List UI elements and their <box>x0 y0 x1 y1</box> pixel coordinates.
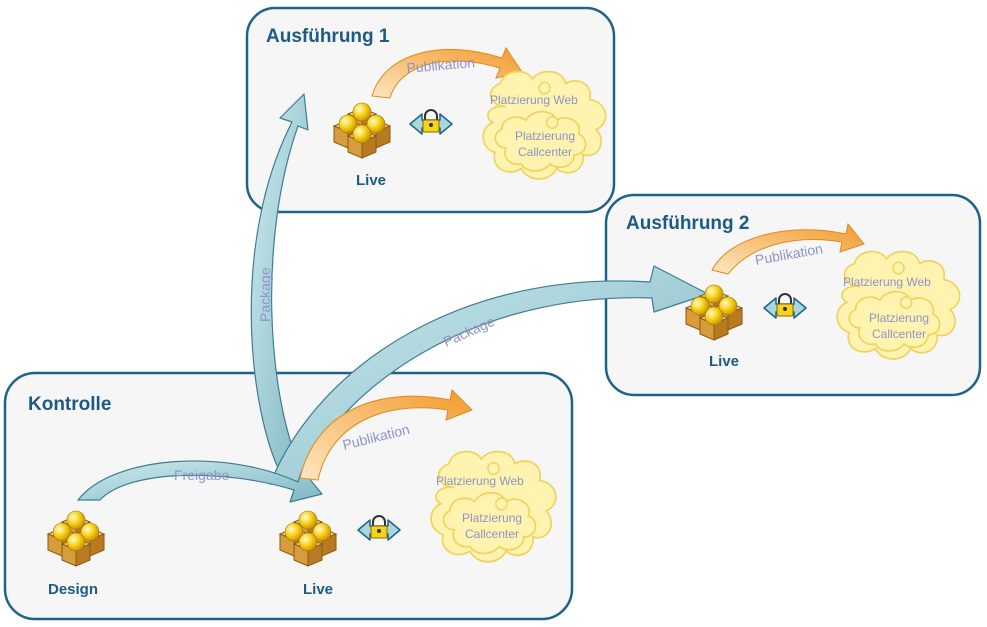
panel-title-ausfuehrung-2: Ausführung 2 <box>626 213 750 234</box>
cloud-label-callcenter-line2: Callcenter <box>872 327 926 341</box>
freigabe-arrow <box>77 460 323 503</box>
publikation-arrow-ausfuehrung-2 <box>711 222 865 275</box>
cloud-label-callcenter-line2: Callcenter <box>518 145 572 159</box>
node-label-live-ausfuehrung-1: Live <box>356 172 386 189</box>
cloud-label-web: Platzierung Web <box>843 275 931 289</box>
cloud-label-callcenter-line1: Platzierung <box>515 129 575 143</box>
publikation-arrow-kontrolle <box>299 388 473 481</box>
cloud-label-web: Platzierung Web <box>436 474 524 488</box>
freigabe-label: Freigabe <box>174 467 229 483</box>
cloud-label-web: Platzierung Web <box>490 93 578 107</box>
package-arrow-ausfuehrung-1 <box>250 93 309 469</box>
panel-title-ausfuehrung-1: Ausführung 1 <box>266 26 390 47</box>
panel-kontrolle <box>3 371 574 621</box>
node-label-live-kontrolle: Live <box>303 581 333 598</box>
cloud-label-callcenter-line1: Platzierung <box>869 311 929 325</box>
panel-title-kontrolle: Kontrolle <box>28 394 111 415</box>
publikation-label-ausfuehrung-1: Publikation <box>406 54 476 76</box>
cloud-label-callcenter-line1: Platzierung <box>462 511 522 525</box>
node-label-live-ausfuehrung-2: Live <box>709 353 739 370</box>
node-label-design: Design <box>48 581 98 598</box>
cloud-label-callcenter-line2: Callcenter <box>465 527 519 541</box>
package-label-ausfuehrung-1: Package <box>257 267 273 322</box>
